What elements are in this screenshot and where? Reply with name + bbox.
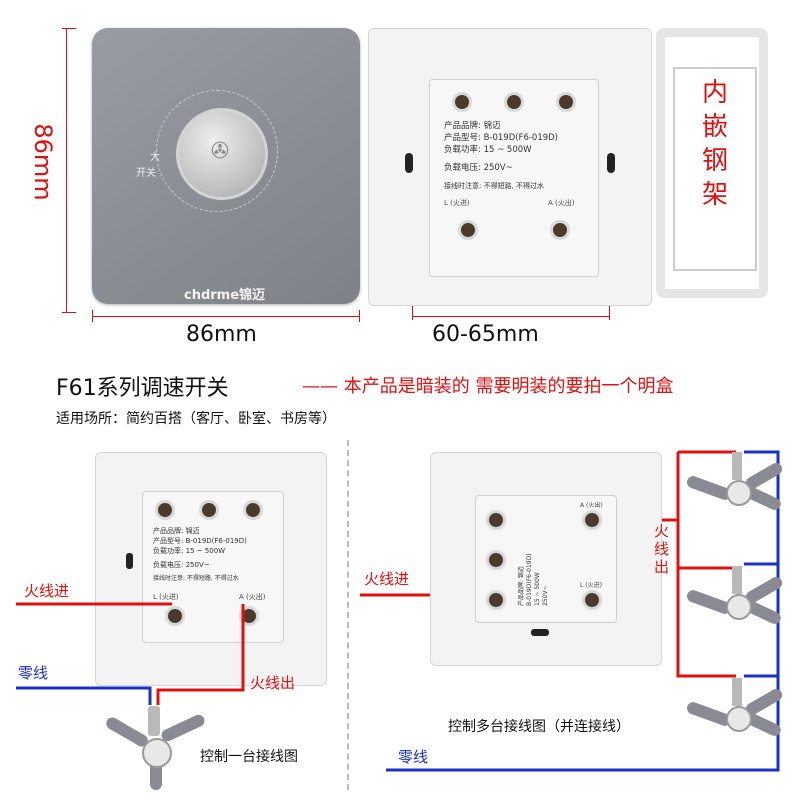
multi-live-out-label: 火线出 — [654, 522, 672, 576]
steel-frame — [656, 28, 768, 298]
terminal-a — [550, 220, 570, 240]
dial-label-switch: 开关 — [136, 168, 156, 179]
single-spec-model: 产品型号: B-019D(F6-019D) — [153, 537, 247, 545]
single-spec-brand: 产品品牌: 锦迈 — [153, 527, 200, 535]
ceiling-fan-icon — [685, 566, 786, 646]
steel-frame-label: 内嵌钢架 — [700, 76, 730, 212]
multi-spec-model: B-019D(F6-019D) — [526, 553, 533, 606]
dial-switch-plate: ✇ 大 开关 chdrme锦迈 — [92, 28, 360, 304]
single-switch-back: 产品品牌: 锦迈 产品型号: B-019D(F6-019D) 负载功率: 15 … — [95, 452, 327, 686]
width-dimension-line — [92, 316, 360, 317]
multi-terminal-a-label: A (火出) — [580, 502, 603, 509]
spec-model: 产品型号: B-019D(F6-019D) — [444, 133, 558, 143]
install-note: —— 本产品是暗装的 需要明装的要拍一个明盒 — [302, 376, 674, 397]
multi-terminal-l-label: L (火进) — [580, 582, 602, 589]
ceiling-fan-icon — [685, 678, 786, 758]
multi-terminal-l — [486, 590, 506, 610]
ceiling-fan-icon — [685, 452, 786, 532]
height-dimension: 86mm — [28, 28, 88, 318]
dial-scale — [156, 90, 278, 212]
ceiling-fan-icon — [104, 700, 207, 790]
frame-width-dimension-line — [412, 316, 610, 317]
single-spec-voltage: 负载电压: 250V~ — [153, 561, 210, 569]
single-spec-power: 负载功率: 15 ~ 500W — [153, 547, 226, 555]
multi-spec-power: 15 ~ 500W — [534, 572, 541, 606]
spec-note: 接线时注意: 不得短路, 不得过水 — [444, 182, 545, 190]
spec-power: 负载功率: 15 ~ 500W — [444, 145, 532, 155]
usage-text: 适用场所：简约百搭（客厅、卧室、书房等） — [56, 411, 336, 427]
product-title: F61系列调速开关 — [56, 370, 229, 402]
speed-dial-knob[interactable]: ✇ — [176, 108, 268, 200]
section-divider — [347, 440, 349, 790]
terminal-l-label: L (火进) — [444, 199, 470, 207]
multi-spec-voltage: 250V~ — [542, 585, 549, 606]
multi-live-in-label: 火线进 — [364, 570, 410, 588]
terminal-l — [458, 220, 478, 240]
switch-back-plate: 产品品牌: 锦迈 产品型号: B-019D(F6-019D) 负载功率: 15 … — [368, 28, 652, 306]
frame-width-label: 60-65mm — [432, 322, 539, 347]
height-dimension-line — [66, 28, 67, 313]
dial-label-big: 大 — [150, 152, 160, 163]
steel-frame-text: 内嵌钢架 — [701, 78, 728, 210]
terminal-a-label: A (火出) — [548, 199, 575, 207]
multi-switch-back: 产品品牌: 锦迈 B-019D(F6-019D) 15 ~ 500W 250V~… — [430, 452, 662, 666]
multi-spec-brand: 产品品牌: 锦迈 — [518, 566, 525, 606]
width-label: 86mm — [186, 322, 257, 347]
brand-logo: chdrme锦迈 — [184, 288, 266, 303]
multi-live-out-text: 火线出 — [654, 522, 670, 576]
single-live-in-label: 火线进 — [24, 582, 70, 600]
fan-icon: ✇ — [210, 139, 230, 164]
single-terminal-l-label: L (火进) — [153, 593, 179, 601]
single-caption: 控制一台接线图 — [200, 749, 298, 765]
single-live-out-label: 火线出 — [250, 674, 296, 692]
spec-voltage: 负载电压: 250V~ — [444, 163, 513, 173]
product-name: F61系列调速开关 — [56, 376, 229, 401]
spec-brand: 产品品牌: 锦迈 — [444, 121, 501, 131]
single-terminal-a-label: A (火出) — [239, 593, 266, 601]
switch-module: 产品品牌: 锦迈 产品型号: B-019D(F6-019D) 负载功率: 15 … — [429, 79, 599, 277]
single-terminal-l — [165, 606, 185, 626]
multi-neutral-label: 零线 — [398, 748, 429, 766]
single-spec-note: 接线时注意: 不得短路, 不得过水 — [153, 575, 239, 582]
single-neutral-label: 零线 — [18, 664, 49, 682]
multi-terminal-a — [582, 510, 602, 530]
multi-caption: 控制多台接线图（并连接线） — [448, 719, 630, 735]
